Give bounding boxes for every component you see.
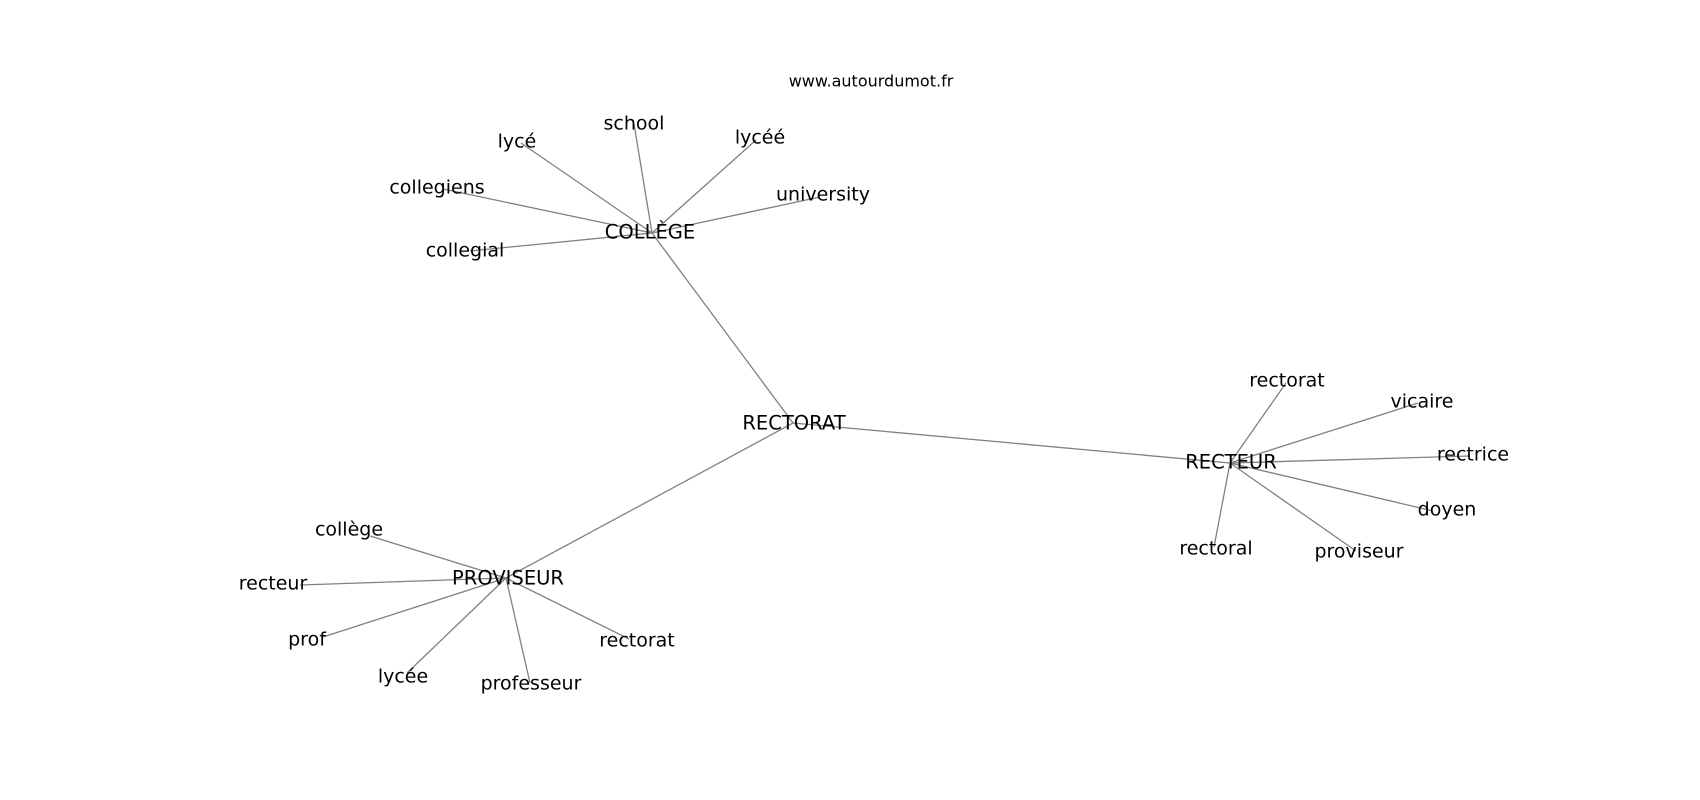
edge-recteur-vicaire [1229, 402, 1419, 464]
center-node-label: RECTORAT [742, 412, 845, 435]
recteur-word-rectorat: rectorat [1249, 370, 1325, 392]
edges [299, 123, 1471, 684]
edge-college-collegiens [442, 188, 653, 234]
edge-proviseur-lycee [406, 577, 507, 674]
edge-proviseur-rectorat [505, 577, 630, 640]
hub-college-label: COLLÈGE [605, 221, 695, 244]
college-word-collegial: collegial [426, 240, 505, 262]
edge-recteur-rectorat [1229, 382, 1287, 464]
edge-rectorat-proviseur [505, 422, 794, 579]
edge-proviseur-prof [322, 577, 507, 638]
recteur-word-proviseur: proviseur [1314, 541, 1403, 563]
college-word-university: university [776, 184, 870, 206]
proviseur-word-recteur: recteur [239, 573, 308, 595]
edge-recteur-rectoral [1213, 462, 1231, 548]
site-url: www.autourdumot.fr [789, 72, 954, 91]
college-word-school: school [604, 113, 665, 135]
proviseur-word-college: collège [315, 519, 383, 541]
college-word-lyce: lycé [498, 131, 537, 153]
recteur-word-rectoral: rectoral [1179, 538, 1252, 560]
edge-proviseur-professeur [505, 577, 531, 684]
edge-recteur-doyen [1229, 462, 1434, 512]
proviseur-word-rectorat: rectorat [599, 630, 675, 652]
labels: www.autourdumot.fr RECTORAT COLLÈGE scho… [239, 72, 1509, 695]
college-word-collegiens: collegiens [389, 177, 484, 199]
edge-proviseur-recteur [299, 577, 507, 586]
proviseur-word-lycee: lycée [378, 666, 428, 688]
proviseur-word-prof: prof [288, 629, 327, 651]
recteur-word-rectrice: rectrice [1437, 444, 1509, 466]
edge-college-school [633, 123, 653, 234]
recteur-word-doyen: doyen [1418, 499, 1477, 521]
edge-rectorat-recteur [792, 422, 1231, 464]
proviseur-word-professeur: professeur [481, 673, 582, 695]
edge-recteur-rectrice [1229, 455, 1471, 464]
hub-recteur-label: RECTEUR [1185, 451, 1277, 474]
hub-proviseur-label: PROVISEUR [452, 567, 564, 590]
edge-rectorat-college [651, 232, 794, 424]
edge-college-lycee-double [651, 139, 757, 234]
college-word-lycee-double: lycéé [735, 127, 785, 149]
edge-college-university [651, 196, 821, 234]
edge-recteur-proviseur [1229, 462, 1357, 552]
edge-college-collegial [469, 232, 653, 252]
recteur-word-vicaire: vicaire [1391, 391, 1454, 413]
edge-proviseur-college [369, 535, 507, 579]
edge-college-lyce [520, 142, 653, 234]
